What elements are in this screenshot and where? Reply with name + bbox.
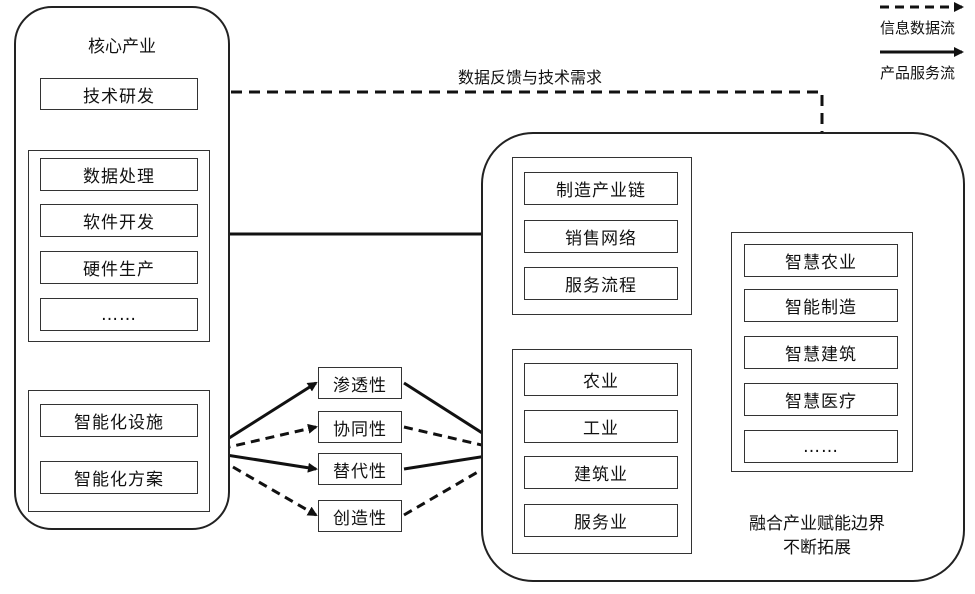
fusion-chain-box: 制造产业链: [524, 172, 678, 205]
industry-manufacturing: 工业: [524, 410, 678, 443]
property-tidai: 替代性: [318, 453, 402, 485]
core-industry-title: 核心产业: [88, 37, 156, 57]
legend-product-flow-label: 产品服务流: [880, 64, 956, 82]
legend-info-flow-label: 信息数据流: [880, 19, 956, 37]
fusion-sales-box: 销售网络: [524, 220, 678, 253]
property-xietong: 协同性: [318, 411, 402, 443]
chuangzao-to-industry: [403, 450, 514, 517]
fusion-service-flow-box: 服务流程: [524, 267, 678, 300]
core-item-data-processing: 数据处理: [40, 158, 198, 191]
feedback-label: 数据反馈与技术需求: [458, 68, 603, 87]
industry-service: 服务业: [524, 504, 678, 537]
smart-agriculture-box: 智慧农业: [744, 244, 898, 277]
smart-facility-box: 智能化设施: [40, 404, 198, 437]
smart-building-box: 智慧建筑: [744, 336, 898, 369]
industry-agriculture: 农业: [524, 363, 678, 396]
smart-ellipsis-box: ……: [744, 430, 898, 463]
fusion-caption-line1: 融合产业赋能边界: [749, 514, 885, 534]
core-item-hardware: 硬件生产: [40, 251, 198, 284]
property-shentou: 渗透性: [318, 367, 402, 399]
rd-box: 技术研发: [40, 78, 198, 110]
core-item-software: 软件开发: [40, 204, 198, 237]
fusion-caption-line2: 不断拓展: [783, 538, 851, 558]
core-item-ellipsis: ……: [40, 298, 198, 331]
industry-construction: 建筑业: [524, 456, 678, 489]
property-chuangzao: 创造性: [318, 500, 402, 532]
smart-solution-box: 智能化方案: [40, 461, 198, 494]
smart-medical-box: 智慧医疗: [744, 383, 898, 416]
smart-manufacturing-box: 智能制造: [744, 289, 898, 322]
